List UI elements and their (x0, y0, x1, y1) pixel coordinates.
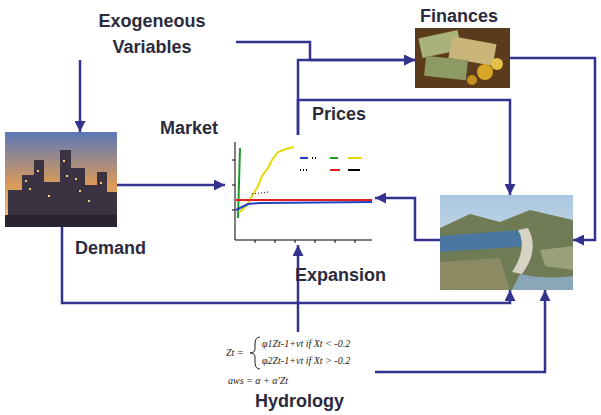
edge-label: Prices (312, 104, 366, 124)
demand-photo: Demand (5, 132, 117, 227)
node-label: Exogeneous Variables (68, 8, 236, 60)
edge-label-box: Prices (312, 104, 366, 124)
coin (491, 58, 503, 70)
formula-brace (250, 337, 260, 369)
market-chart-box: Market (225, 135, 375, 245)
chart-series (236, 199, 372, 201)
chart-ticks (255, 240, 256, 243)
finances-photo: Finances (415, 28, 510, 88)
dam-wall (512, 228, 533, 274)
city-lights (75, 178, 77, 180)
flow-arrow (79, 60, 82, 132)
variables-box: Exogeneous Variables (68, 8, 236, 60)
banknote (424, 56, 468, 80)
city-lights (100, 182, 102, 184)
chart-key (348, 169, 360, 171)
expansion-photo: Expansion (440, 195, 573, 290)
flow-arrow (375, 290, 545, 372)
flow-arrow (298, 60, 415, 135)
city-lights (25, 160, 102, 202)
formula-text: Zt = (226, 347, 244, 359)
dam-land (540, 246, 573, 270)
node-label: Hydrology (255, 391, 405, 411)
formula-text: aws = α + α'Zt (228, 375, 288, 387)
chart-ticks (232, 185, 235, 186)
money-ground (415, 28, 510, 88)
chart-key (300, 158, 362, 170)
city-lights (48, 195, 50, 197)
dam-hills (440, 210, 573, 290)
city-lights (25, 180, 27, 182)
flow-arrow (510, 58, 595, 240)
river (512, 274, 573, 290)
city-lights (37, 170, 39, 172)
chart-ticks (232, 210, 235, 211)
dam-land (440, 258, 510, 290)
chart-key (312, 157, 318, 159)
dam-sky (440, 195, 573, 290)
formula-line: φ2Zt-1+νt if Xt > -0.2 (262, 355, 350, 367)
node-label: Finances (420, 6, 515, 26)
node-label: Market (160, 118, 310, 138)
chart-key (330, 157, 338, 159)
chart-ticks (355, 240, 356, 243)
money-photo (415, 28, 510, 88)
flow-arrow (117, 184, 225, 187)
dam-photo (440, 195, 573, 290)
city-lights (79, 190, 81, 192)
city-lights (63, 160, 65, 162)
formula-line: Zt = (226, 347, 244, 359)
formula-line: aws = α + α'Zt (228, 375, 288, 387)
city-lights (66, 175, 68, 177)
flow-arrow (297, 245, 300, 332)
node-label: Expansion (295, 265, 428, 285)
city-lights (29, 188, 31, 190)
flow-arrow (236, 42, 415, 60)
city-sky (5, 132, 117, 227)
city-photo (5, 132, 117, 227)
city-ground (5, 215, 117, 227)
flow-arrow (375, 198, 440, 240)
formula-text: φ1Zt-1+νt if Xt < -0.2 (262, 338, 350, 350)
chart-ground (225, 135, 375, 245)
chart-axis (235, 240, 372, 241)
chart-ticks (232, 160, 235, 161)
chart-key (300, 157, 308, 159)
chart-series (236, 202, 372, 210)
chart-ticks (295, 240, 296, 243)
chart-ticks (315, 240, 316, 243)
formula-line: φ1Zt-1+νt if Xt < -0.2 (262, 338, 350, 350)
chart-series (252, 192, 268, 194)
chart-key (330, 169, 340, 171)
formula-text: φ2Zt-1+νt if Xt > -0.2 (262, 355, 350, 367)
market-chart (225, 135, 375, 245)
chart-key (300, 169, 308, 171)
city-lights (88, 200, 90, 202)
flow-arrow (62, 227, 510, 303)
flow-arrow (298, 100, 510, 195)
coin (467, 75, 477, 85)
reservoir (440, 230, 530, 252)
chart-key (348, 157, 362, 159)
node-label: Demand (75, 238, 187, 258)
chart-ticks (275, 240, 276, 243)
chart-ticks (335, 240, 336, 243)
coin (477, 64, 493, 80)
chart-axis (235, 142, 236, 240)
